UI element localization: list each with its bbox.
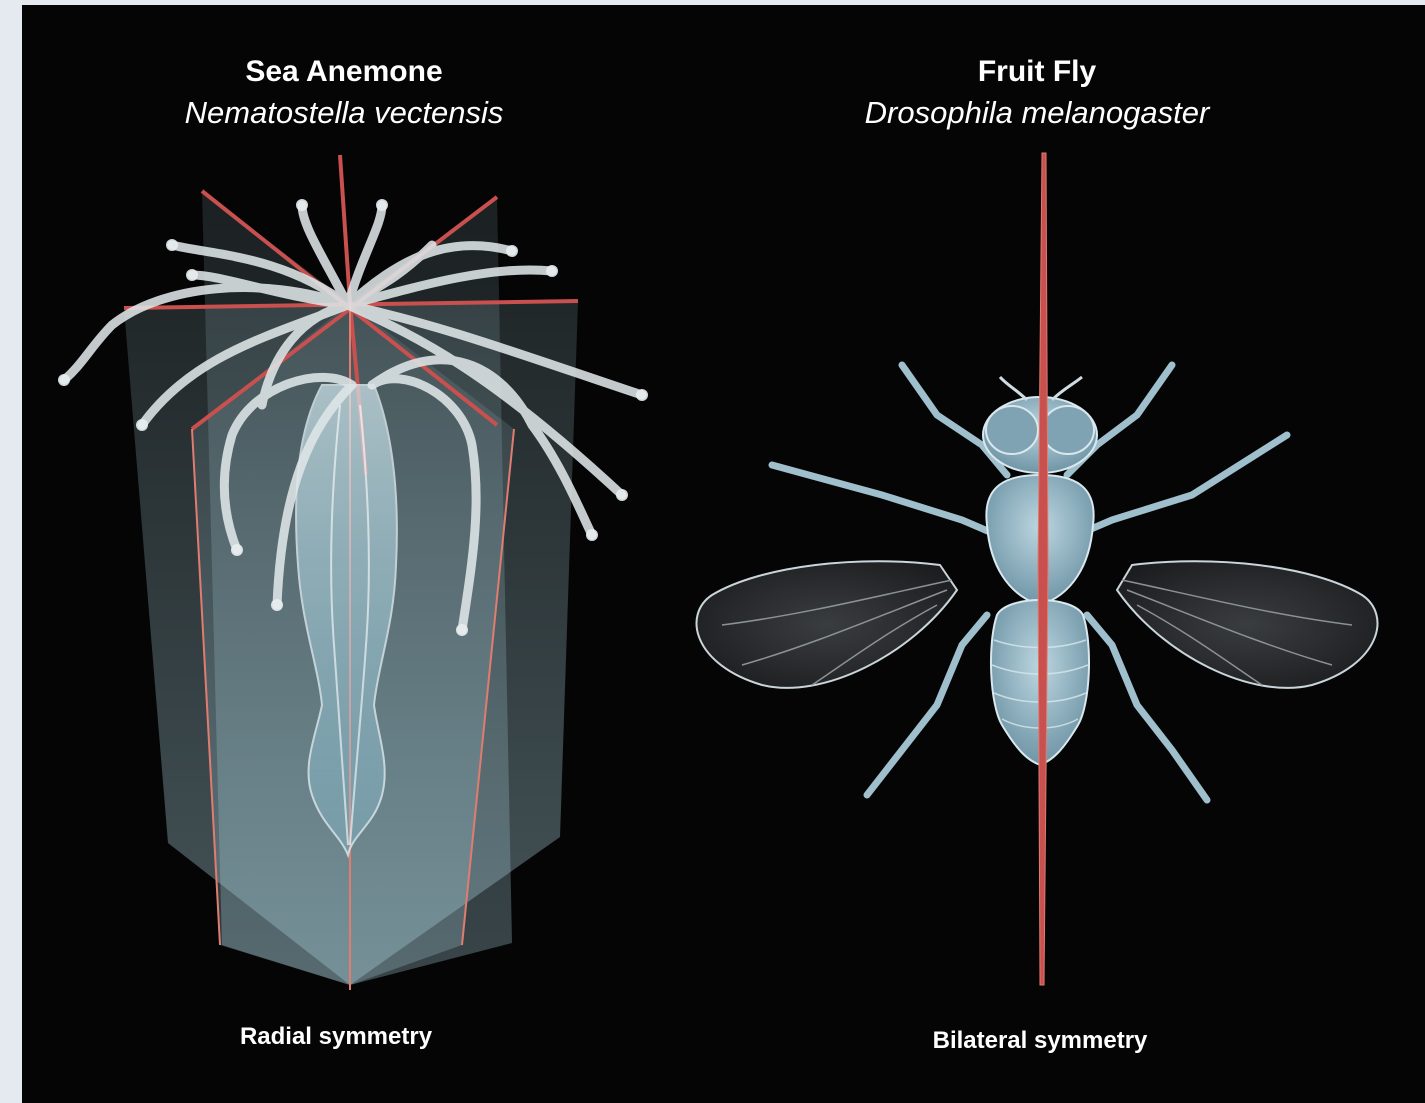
fly-antenna-right bbox=[1052, 377, 1082, 400]
fly-eye-left bbox=[986, 406, 1038, 454]
bilateral-symmetry-plane bbox=[1038, 153, 1048, 985]
bilateral-symmetry-caption: Bilateral symmetry bbox=[933, 1027, 1148, 1054]
sea-anemone-panel: Sea Anemone Nematostella vectensis bbox=[58, 55, 648, 1050]
fly-eye-right bbox=[1042, 406, 1094, 454]
right-wing bbox=[1117, 561, 1377, 688]
anemone-body bbox=[296, 385, 397, 855]
fruit-fly-species: Drosophila melanogaster bbox=[865, 95, 1211, 130]
sea-anemone-title: Sea Anemone bbox=[245, 55, 442, 88]
fly-antenna-left bbox=[1000, 377, 1027, 400]
fruit-fly-panel: Fruit Fly Drosophila melanogaster bbox=[697, 55, 1378, 1054]
left-wing bbox=[697, 561, 957, 688]
sea-anemone-species: Nematostella vectensis bbox=[185, 95, 504, 130]
fruit-fly-title: Fruit Fly bbox=[978, 55, 1097, 88]
symmetry-illustration: Sea Anemone Nematostella vectensis bbox=[22, 5, 1425, 1103]
radial-symmetry-caption: Radial symmetry bbox=[240, 1023, 433, 1050]
figure-canvas: Sea Anemone Nematostella vectensis bbox=[22, 5, 1425, 1103]
